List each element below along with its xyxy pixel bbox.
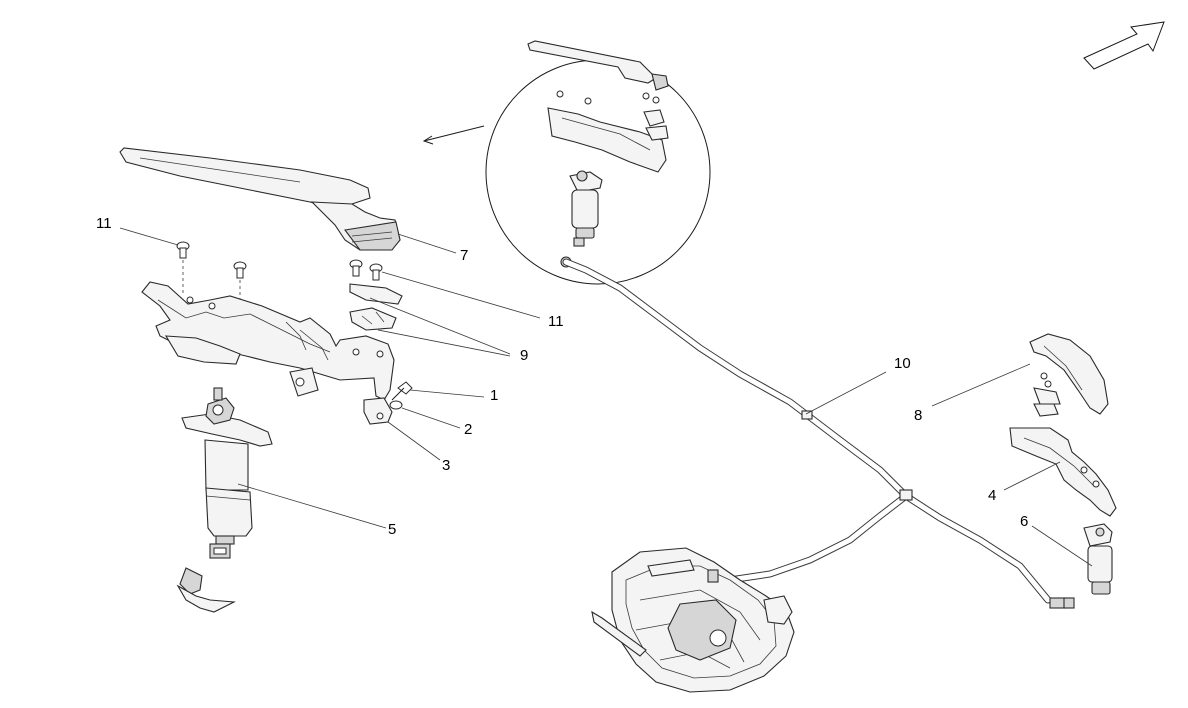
leader-lines-left (119, 227, 541, 529)
callout-2-washer: 2 (464, 421, 473, 438)
callout-8-right-spoiler: 8 (914, 407, 923, 424)
screw-part (176, 241, 383, 310)
leader-lines-right (805, 363, 1093, 567)
callout-9-spacer: 9 (520, 347, 529, 364)
callout-11-screw-left: 11 (96, 215, 112, 232)
callout-7-spoiler: 7 (460, 247, 469, 264)
detail-magnifier-circle (422, 40, 711, 285)
washer-pump-part (176, 387, 273, 613)
callout-3-nut: 3 (442, 457, 451, 474)
callout-1-bolt: 1 (490, 387, 499, 404)
bolt-washer-part (389, 381, 413, 410)
front-direction-arrow-icon (1083, 21, 1165, 70)
callout-4-right-bracket: 4 (988, 487, 997, 504)
spacer-plate-part (349, 283, 403, 331)
support-bracket-part (141, 281, 395, 425)
callout-6-right-pump: 6 (1020, 513, 1029, 530)
washer-hose-part (562, 258, 1075, 609)
washer-reservoir-part (591, 547, 795, 693)
right-washer-pump-part (1083, 523, 1113, 595)
callout-10-hose: 10 (894, 355, 911, 372)
spoiler-cover-part (119, 147, 401, 251)
right-bracket-part (1009, 427, 1117, 517)
callout-5-washer-pump: 5 (388, 521, 397, 538)
right-spoiler-part (1029, 333, 1109, 417)
callout-11-screw-right: 11 (548, 313, 564, 330)
